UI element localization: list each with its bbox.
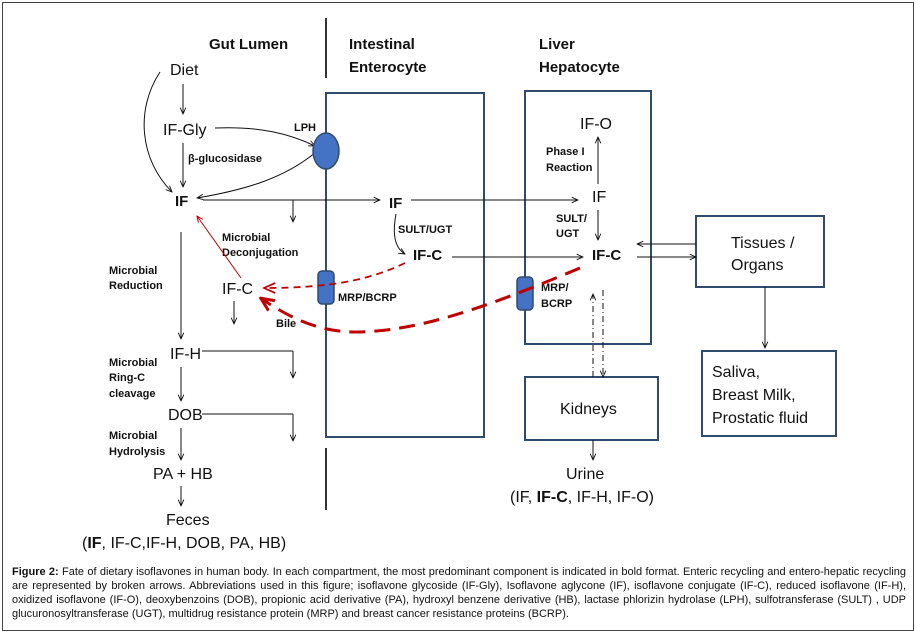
label-microbial-deconj-2: Deconjugation xyxy=(222,247,299,259)
tissues-label-1: Tissues / xyxy=(731,235,795,252)
label-lph: LPH xyxy=(294,122,316,134)
mrp-bcrp-transporter-liver xyxy=(516,276,534,311)
fluids-box xyxy=(701,350,837,437)
node-if-gly: IF-Gly xyxy=(163,122,207,139)
node-if-c-enterocyte: IF-C xyxy=(413,247,442,264)
lph-transporter xyxy=(312,132,340,170)
figure-caption: Figure 2: Fate of dietary isoflavones in… xyxy=(12,565,906,621)
tissues-box xyxy=(695,215,825,288)
label-hydrolysis-2: Hydrolysis xyxy=(109,446,165,458)
hepatocyte-box xyxy=(524,90,652,345)
header-enterocyte: Enterocyte xyxy=(349,59,427,76)
caption-text: Fate of dietary isoflavones in human bod… xyxy=(12,566,906,620)
label-ringc-3: cleavage xyxy=(109,388,155,400)
node-if-c-gut: IF-C xyxy=(222,281,253,298)
enterohepatic-recycling-arrow xyxy=(262,266,581,334)
kidneys-box xyxy=(524,376,659,441)
label-sult-liver-2: UGT xyxy=(556,228,580,240)
enterocyte-box xyxy=(325,92,485,438)
node-if-o: IF-O xyxy=(580,116,612,133)
label-hydrolysis-1: Microbial xyxy=(109,430,157,442)
urine-composition: (IF, IF-C, IF-H, IF-O) xyxy=(510,489,654,506)
label-sult-ugt-enterocyte: SULT/UGT xyxy=(398,224,452,236)
label-ringc-1: Microbial xyxy=(109,357,157,369)
mrp-bcrp-transporter-enterocyte xyxy=(317,270,335,305)
node-if-h: IF-H xyxy=(170,346,201,363)
label-beta-glucosidase: β-glucosidase xyxy=(188,153,262,165)
label-sult-liver-1: SULT/ xyxy=(556,213,587,225)
tissues-label-2: Organs xyxy=(731,257,783,274)
label-phase1-2: Reaction xyxy=(546,162,593,174)
feces-composition: (IF, IF-C,IF-H, DOB, PA, HB) xyxy=(82,535,286,552)
arrow-lph-to-if xyxy=(197,151,317,198)
urine-label: Urine xyxy=(566,466,604,483)
isoflavone-fate-diagram: Gut Lumen Intestinal Enterocyte Liver He… xyxy=(82,18,837,552)
fluids-label-2: Breast Milk, xyxy=(712,387,796,404)
label-phase1-1: Phase I xyxy=(546,146,585,158)
arrow-ifc-to-if-red xyxy=(197,216,242,279)
node-feces: Feces xyxy=(166,512,210,529)
node-if-c-liver: IF-C xyxy=(592,247,621,264)
arrow-ifgly-to-lph xyxy=(214,127,315,146)
node-if-gut: IF xyxy=(175,193,188,210)
label-microbial-deconj-1: Microbial xyxy=(222,232,270,244)
label-microbial-reduction-1: Microbial xyxy=(109,265,157,277)
fluids-label-3: Prostatic fluid xyxy=(712,410,808,427)
label-bile: Bile xyxy=(276,318,296,330)
header-gut-lumen: Gut Lumen xyxy=(209,36,288,53)
kidneys-label: Kidneys xyxy=(560,401,617,418)
node-if-enterocyte: IF xyxy=(389,195,402,212)
arrow-diet-to-if-curve xyxy=(143,71,172,192)
node-diet: Diet xyxy=(170,62,199,79)
caption-label: Figure 2: xyxy=(12,566,59,578)
header-intestinal: Intestinal xyxy=(349,36,415,53)
enteric-recycling-arrow xyxy=(264,262,406,288)
label-microbial-reduction-2: Reduction xyxy=(109,280,163,292)
label-mrp-liver-1: MRP/ xyxy=(541,282,569,294)
label-ringc-2: Ring-C xyxy=(109,372,145,384)
arrow-enterocyte-if-to-ifc xyxy=(393,213,405,254)
node-dob: DOB xyxy=(168,407,203,424)
label-mrp-liver-2: BCRP xyxy=(541,298,572,310)
fluids-label-1: Saliva, xyxy=(712,364,760,381)
header-liver: Liver xyxy=(539,36,575,53)
header-hepatocyte: Hepatocyte xyxy=(539,59,620,76)
label-mrp-bcrp-enterocyte: MRP/BCRP xyxy=(338,292,397,304)
node-pa-hb: PA + HB xyxy=(153,466,213,483)
node-if-liver: IF xyxy=(592,189,606,206)
